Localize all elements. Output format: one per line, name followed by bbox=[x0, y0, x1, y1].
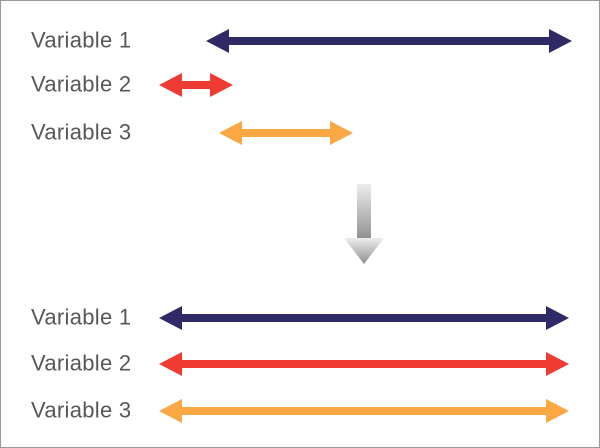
range-arrow bbox=[159, 352, 569, 376]
normalize-down-arrow bbox=[344, 184, 384, 264]
down-arrow-head bbox=[344, 238, 384, 264]
variable-label: Variable 1 bbox=[31, 304, 132, 330]
variable-label: Variable 2 bbox=[31, 71, 132, 97]
double-arrow-shape bbox=[159, 306, 569, 330]
variable-label: Variable 2 bbox=[31, 350, 132, 376]
double-arrow-shape bbox=[219, 121, 353, 145]
range-arrow bbox=[219, 121, 353, 145]
double-arrow-shape bbox=[159, 352, 569, 376]
double-arrow-shape bbox=[206, 29, 572, 53]
range-arrow bbox=[159, 73, 233, 97]
range-arrow bbox=[159, 399, 569, 423]
variable-label: Variable 1 bbox=[31, 27, 132, 53]
down-arrow-shaft bbox=[357, 184, 371, 240]
range-arrow bbox=[159, 306, 569, 330]
variable-label: Variable 3 bbox=[31, 119, 132, 145]
variable-label: Variable 3 bbox=[31, 397, 132, 423]
range-arrow bbox=[206, 29, 572, 53]
double-arrow-shape bbox=[159, 399, 569, 423]
double-arrow-shape bbox=[159, 73, 233, 97]
